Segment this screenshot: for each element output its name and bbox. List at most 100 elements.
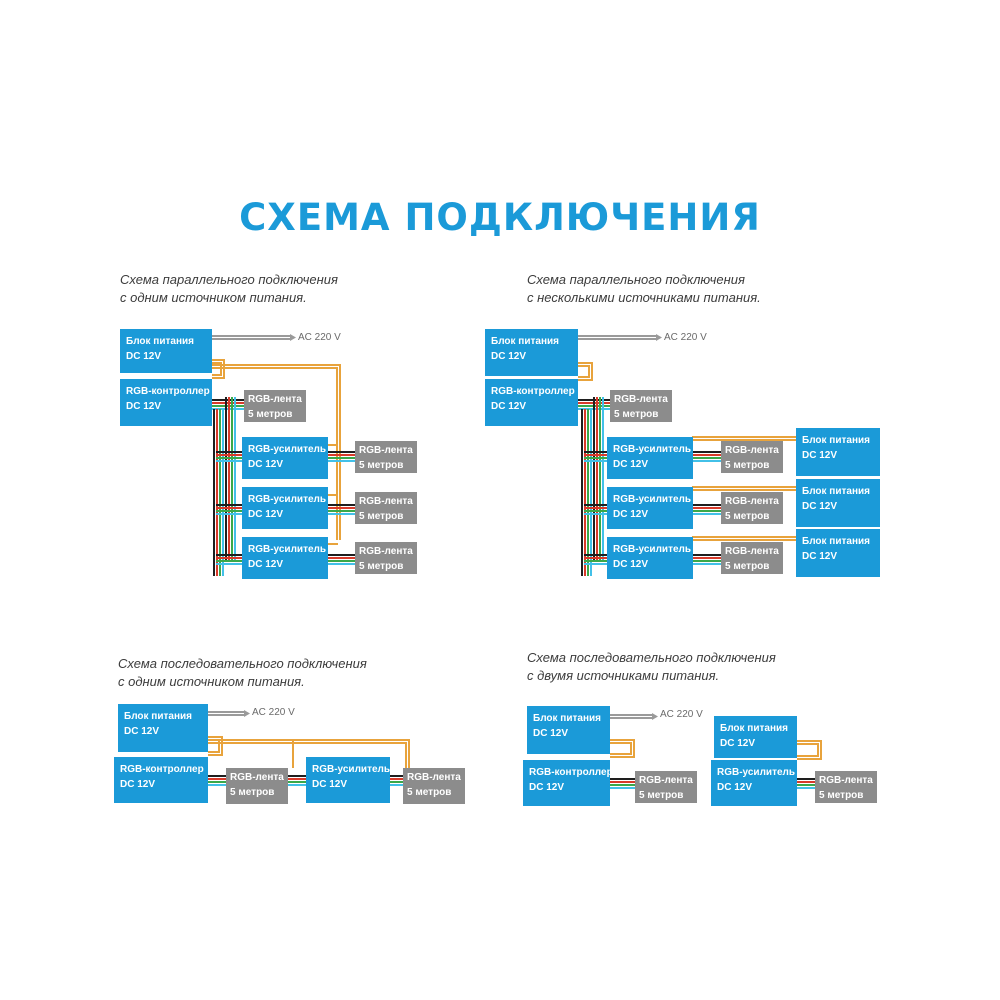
psu-block-line-1: Блок питания bbox=[802, 486, 870, 497]
power-trunk bbox=[208, 742, 407, 768]
psu-block: Блок питания DC 12V bbox=[485, 329, 578, 376]
ac-220v-label: AC 220 V bbox=[664, 332, 707, 343]
ac-arrow bbox=[652, 713, 658, 720]
psu-block-line-2: DC 12V bbox=[124, 726, 160, 737]
rgb-amplifier-line-2: DC 12V bbox=[613, 509, 649, 520]
psu-to-amplifier-power bbox=[797, 743, 819, 757]
rgb-strip: RGB-лента 5 метров bbox=[815, 771, 877, 803]
rgb-strip-line-1: RGB-лента bbox=[407, 772, 461, 783]
psu-block-line-1: Блок питания bbox=[126, 336, 194, 347]
rgb-strip-line-1: RGB-лента bbox=[725, 496, 779, 507]
caption-line: с одним источником питания. bbox=[120, 290, 307, 305]
psu-block-line-2: DC 12V bbox=[720, 738, 756, 749]
rgb-controller: RGB-контроллер DC 12V bbox=[114, 757, 208, 803]
rgb-amplifier-line-1: RGB-усилитель bbox=[613, 444, 692, 455]
caption-line: Схема последовательного подключения bbox=[527, 650, 776, 665]
psu-block: Блок питания DC 12V bbox=[118, 704, 208, 752]
rgb-controller-line-1: RGB-контроллер bbox=[126, 386, 210, 397]
rgb-strip-line-2: 5 метров bbox=[359, 511, 404, 522]
rgb-strip-line-2: 5 метров bbox=[725, 460, 770, 471]
power-trunk bbox=[208, 739, 410, 768]
psu-to-controller-power bbox=[208, 739, 220, 753]
rgb-controller: RGB-контроллер DC 12V bbox=[485, 379, 578, 426]
ac-220v-label: AC 220 V bbox=[660, 709, 703, 720]
rgb-amplifier-line-2: DC 12V bbox=[613, 559, 649, 570]
rgb-strip: RGB-лента 5 метров bbox=[721, 542, 783, 574]
rgb-controller-line-1: RGB-контроллер bbox=[529, 767, 613, 778]
psu-to-amplifier-power bbox=[797, 740, 822, 760]
rgb-strip: RGB-лента 5 метров bbox=[721, 441, 783, 473]
psu-block-line-1: Блок питания bbox=[491, 336, 559, 347]
rgb-strip-line-2: 5 метров bbox=[819, 790, 864, 801]
rgb-strip-line-1: RGB-лента bbox=[248, 394, 302, 405]
psu-block-line-2: DC 12V bbox=[802, 450, 838, 461]
ac-arrow bbox=[244, 710, 250, 717]
rgb-strip-line-1: RGB-лента bbox=[725, 546, 779, 557]
psu-block-line-1: Блок питания bbox=[720, 723, 788, 734]
rgb-amplifier-line-2: DC 12V bbox=[613, 459, 649, 470]
psu-block: Блок питания DC 12V bbox=[796, 479, 880, 527]
rgb-strip-line-2: 5 метров bbox=[359, 561, 404, 572]
rgb-strip-line-2: 5 метров bbox=[725, 511, 770, 522]
ac-220v-label: AC 220 V bbox=[252, 707, 295, 718]
caption-line: с двумя источниками питания. bbox=[527, 668, 720, 683]
page-title: СХЕМА ПОДКЛЮЧЕНИЯ bbox=[239, 196, 761, 239]
psu-to-controller-power bbox=[610, 742, 632, 755]
rgb-strip: RGB-лента 5 метров bbox=[721, 492, 783, 524]
rgb-strip-line-2: 5 метров bbox=[359, 460, 404, 471]
rgb-controller-line-2: DC 12V bbox=[126, 401, 162, 412]
ac-220v-label: AC 220 V bbox=[298, 332, 341, 343]
psu-block-line-2: DC 12V bbox=[491, 351, 527, 362]
psu-block: Блок питания DC 12V bbox=[714, 716, 797, 758]
caption-line: Схема последовательного подключения bbox=[118, 656, 367, 671]
rgb-strip-line-2: 5 метров bbox=[230, 787, 275, 798]
rgb-strip: RGB-лента 5 метров bbox=[355, 542, 417, 574]
rgb-controller-line-2: DC 12V bbox=[491, 401, 527, 412]
rgb-strip-line-1: RGB-лента bbox=[725, 445, 779, 456]
caption-line: с несколькими источниками питания. bbox=[527, 290, 761, 305]
psu-block-line-1: Блок питания bbox=[124, 711, 192, 722]
rgb-amplifier-line-1: RGB-усилитель bbox=[248, 444, 327, 455]
psu-block-line-1: Блок питания bbox=[802, 536, 870, 547]
rgb-strip-line-2: 5 метров bbox=[407, 787, 452, 798]
rgb-amplifier-line-2: DC 12V bbox=[717, 782, 753, 793]
psu-block-line-2: DC 12V bbox=[802, 551, 838, 562]
rgb-controller-line-1: RGB-контроллер bbox=[491, 386, 575, 397]
power-trunk bbox=[212, 364, 341, 540]
rgb-amplifier-line-1: RGB-усилитель bbox=[312, 764, 391, 775]
psu-to-controller-power bbox=[578, 362, 593, 381]
rgb-amplifier-line-2: DC 12V bbox=[248, 559, 284, 570]
rgb-strip-line-1: RGB-лента bbox=[359, 496, 413, 507]
psu-to-controller-power bbox=[610, 739, 635, 758]
rgb-amplifier: RGB-усилитель DC 12V bbox=[711, 760, 797, 806]
rgb-strip-line-1: RGB-лента bbox=[819, 775, 873, 786]
rgb-amplifier-line-2: DC 12V bbox=[312, 779, 348, 790]
rgb-amplifier-line-1: RGB-усилитель bbox=[717, 767, 796, 778]
caption-serial-two: Схема последовательного подключения с дву… bbox=[527, 649, 776, 685]
rgb-strip-line-2: 5 метров bbox=[725, 561, 770, 572]
rgb-amplifier: RGB-усилитель DC 12V bbox=[306, 757, 390, 803]
rgb-strip-line-2: 5 метров bbox=[614, 409, 659, 420]
ac-arrow bbox=[656, 334, 662, 341]
rgb-amplifier: RGB-усилитель DC 12V bbox=[607, 437, 693, 479]
rgb-strip-line-2: 5 метров bbox=[639, 790, 684, 801]
rgb-controller-line-2: DC 12V bbox=[120, 779, 156, 790]
psu-block-line-2: DC 12V bbox=[802, 501, 838, 512]
psu-block-line-2: DC 12V bbox=[533, 728, 569, 739]
rgb-strip: RGB-лента 5 метров bbox=[403, 768, 465, 804]
rgb-strip-line-2: 5 метров bbox=[248, 409, 293, 420]
rgb-controller-line-1: RGB-контроллер bbox=[120, 764, 204, 775]
ac-arrow bbox=[290, 334, 296, 341]
rgb-strip-line-1: RGB-лента bbox=[359, 546, 413, 557]
